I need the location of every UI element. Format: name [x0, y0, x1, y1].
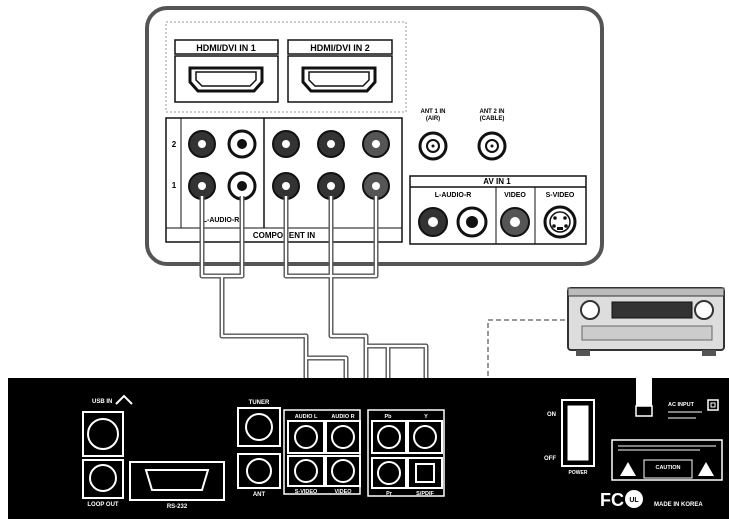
- exclamation-warning-icon: [698, 462, 714, 476]
- ant-1-label: ANT 1 IN: [420, 109, 445, 115]
- usb-icon: [115, 394, 133, 405]
- av-audio-l-jack[interactable]: [418, 207, 448, 237]
- ant-2-label: ANT 2 IN: [479, 109, 504, 115]
- usb-port[interactable]: [82, 411, 124, 457]
- fc-logo: FC: [600, 490, 624, 510]
- component-1-audio-r-jack[interactable]: [227, 171, 257, 201]
- video-label: VIDEO: [334, 489, 352, 495]
- usb-label: USB IN: [92, 399, 112, 405]
- certification-icon: [625, 490, 643, 508]
- stb-audio-l-jack[interactable]: [287, 420, 325, 454]
- av-in-label: AV IN 1: [483, 177, 511, 186]
- ant-2-in-port[interactable]: ANT 2 IN (CABLE): [477, 109, 507, 161]
- av-in-block: AV IN 1 L-AUDIO-R VIDEO S-VIDEO: [409, 175, 587, 245]
- off-label: OFF: [544, 456, 556, 462]
- ant-1-sublabel: (AIR): [426, 116, 440, 122]
- av-video-label: VIDEO: [504, 192, 526, 199]
- component-2-audio-r-jack[interactable]: [227, 129, 257, 159]
- component-2-audio-l-jack[interactable]: [188, 130, 216, 158]
- av-receiver: [567, 287, 725, 356]
- ant-1-in-port[interactable]: ANT 1 IN (AIR): [418, 109, 448, 161]
- component-1-pr-jack[interactable]: [317, 172, 345, 200]
- ant-label: ANT: [253, 492, 266, 498]
- set-top-box-panel: USB IN LOOP OUT RS-232 TUNER ANT: [8, 378, 729, 519]
- audio-l-label: AUDIO L: [295, 414, 318, 420]
- av-audio-r-jack[interactable]: [456, 206, 488, 238]
- double-insulation-icon: [707, 399, 719, 411]
- electric-shock-warning-icon: [620, 462, 636, 476]
- component-row-2-label: 2: [172, 140, 177, 149]
- ant-port[interactable]: [237, 453, 281, 489]
- component-row-1-label: 1: [172, 181, 177, 190]
- hdmi-in-2-label: HDMI/DVI IN 2: [310, 43, 370, 53]
- tuner-label: TUNER: [249, 400, 270, 406]
- loop-out-port[interactable]: [82, 459, 124, 499]
- stb-spdif-port[interactable]: [407, 457, 443, 489]
- audio-r-label: AUDIO R: [331, 414, 354, 420]
- stb-video-jack[interactable]: [325, 455, 361, 487]
- rs232-label: RS-232: [167, 504, 188, 510]
- loop-out-label: LOOP OUT: [87, 502, 119, 508]
- cables: [199, 196, 584, 491]
- power-label: POWER: [569, 470, 588, 476]
- power-switch[interactable]: [561, 399, 595, 467]
- tv-back-panel: HDMI/DVI IN 1 HDMI/DVI IN 2 ANT 1 IN (AI…: [145, 6, 604, 266]
- component-1-pb-jack[interactable]: [272, 172, 300, 200]
- audio-cable-main: [219, 276, 309, 378]
- component-cable-split: [366, 343, 429, 378]
- hdmi-in-1-label: HDMI/DVI IN 1: [196, 43, 256, 53]
- y-label: Y: [424, 414, 428, 420]
- stb-pb-jack[interactable]: [371, 420, 407, 454]
- av-audio-label: L-AUDIO-R: [435, 192, 472, 199]
- component-audio-label: L-AUDIO-R: [203, 217, 240, 224]
- pr-label: Pr: [386, 491, 393, 497]
- component-1-audio-l-jack[interactable]: [188, 172, 216, 200]
- ac-input-label: AC INPUT: [668, 402, 695, 408]
- stb-pr-jack[interactable]: [371, 457, 407, 489]
- stb-audio-r-jack[interactable]: [325, 420, 361, 454]
- component-1-y-jack[interactable]: [362, 172, 390, 200]
- rs232-port[interactable]: [129, 461, 225, 501]
- s-video-label: S-VIDEO: [295, 489, 318, 495]
- av-video-jack[interactable]: [500, 207, 530, 237]
- on-label: ON: [547, 412, 556, 418]
- pb-label: Pb: [384, 414, 392, 420]
- caution-label: CAUTION: [655, 465, 680, 471]
- ant-2-sublabel: (CABLE): [480, 116, 505, 122]
- hdmi-in-1-port[interactable]: HDMI/DVI IN 1: [174, 39, 279, 103]
- tuner-port[interactable]: [237, 407, 281, 447]
- av-svideo-label: S-VIDEO: [546, 192, 575, 199]
- audio-cable-split: [306, 355, 349, 378]
- receiver-right-knob[interactable]: [694, 300, 714, 320]
- component-2-pb-jack[interactable]: [272, 130, 300, 158]
- svg-text:UL: UL: [629, 497, 639, 504]
- receiver-left-knob[interactable]: [580, 300, 600, 320]
- component-2-y-jack[interactable]: [362, 130, 390, 158]
- component-2-pr-jack[interactable]: [317, 130, 345, 158]
- made-in-label: MADE IN KOREA: [654, 502, 703, 508]
- stb-y-jack[interactable]: [407, 420, 443, 454]
- hdmi-in-2-port[interactable]: HDMI/DVI IN 2: [287, 39, 393, 103]
- power-cord: [636, 378, 652, 406]
- stb-s-video-jack[interactable]: [287, 455, 325, 487]
- receiver-display: [611, 301, 693, 319]
- av-svideo-jack[interactable]: [543, 205, 577, 239]
- spdif-label: S/PDIF: [416, 491, 434, 497]
